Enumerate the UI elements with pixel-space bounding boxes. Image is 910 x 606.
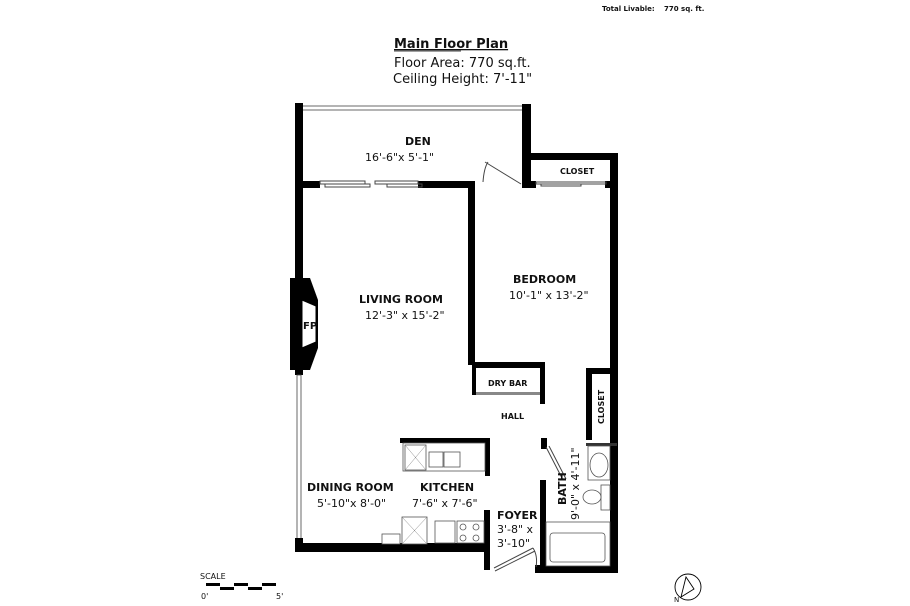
scale-start: 0' bbox=[201, 592, 208, 601]
bedroom-name: BEDROOM bbox=[513, 273, 576, 286]
bedroom-size: 10'-1" x 13'-2" bbox=[509, 289, 589, 302]
scale-bar: SCALE 0' 5' bbox=[200, 572, 283, 601]
kitchen-name: KITCHEN bbox=[420, 481, 474, 494]
room-labels: DEN 16'-6"x 5'-1" CLOSET BEDROOM 10'-1" … bbox=[307, 135, 606, 550]
bath-fixtures bbox=[545, 445, 611, 567]
bath-size: 9'-0" x 4'-11" bbox=[569, 447, 582, 520]
sliding-doors[interactable] bbox=[319, 180, 607, 188]
den-name: DEN bbox=[405, 135, 431, 148]
fireplace: FP bbox=[290, 278, 318, 370]
closet-top-name: CLOSET bbox=[560, 167, 595, 176]
den-size: 16'-6"x 5'-1" bbox=[365, 151, 434, 164]
den-door[interactable] bbox=[482, 161, 522, 185]
ceiling-height: Ceiling Height: 7'-11" bbox=[393, 72, 532, 87]
foyer-size-1: 3'-8" x bbox=[497, 523, 534, 536]
fireplace-label: FP bbox=[303, 321, 317, 332]
living-room-size: 12'-3" x 15'-2" bbox=[365, 309, 445, 322]
total-livable-label: Total Livable: bbox=[602, 5, 655, 13]
living-room-name: LIVING ROOM bbox=[359, 293, 443, 306]
kitchen-size: 7'-6" x 7'-6" bbox=[412, 497, 478, 510]
walls bbox=[295, 103, 618, 573]
kitchen-fixtures bbox=[381, 442, 486, 545]
compass-label: N bbox=[674, 596, 679, 604]
bath-door[interactable] bbox=[545, 445, 567, 481]
foyer-name: FOYER bbox=[497, 509, 538, 522]
bath-name: BATH bbox=[556, 472, 569, 505]
entry-door[interactable] bbox=[493, 547, 538, 572]
scale-end: 5' bbox=[276, 592, 283, 601]
plan-title: Main Floor Plan bbox=[394, 37, 508, 52]
dining-room-size: 5'-10"x 8'-0" bbox=[317, 497, 386, 510]
dining-room-name: DINING ROOM bbox=[307, 481, 394, 494]
total-livable-value: 770 sq. ft. bbox=[664, 5, 704, 13]
north-arrow-icon: N bbox=[674, 573, 702, 604]
closet-side-name: CLOSET bbox=[597, 389, 606, 424]
hall-name: HALL bbox=[501, 412, 524, 421]
floor-area: Floor Area: 770 sq.ft. bbox=[394, 56, 531, 71]
foyer-size-2: 3'-10" bbox=[497, 537, 530, 550]
scale-label: SCALE bbox=[200, 572, 226, 581]
dry-bar-name: DRY BAR bbox=[488, 379, 527, 388]
